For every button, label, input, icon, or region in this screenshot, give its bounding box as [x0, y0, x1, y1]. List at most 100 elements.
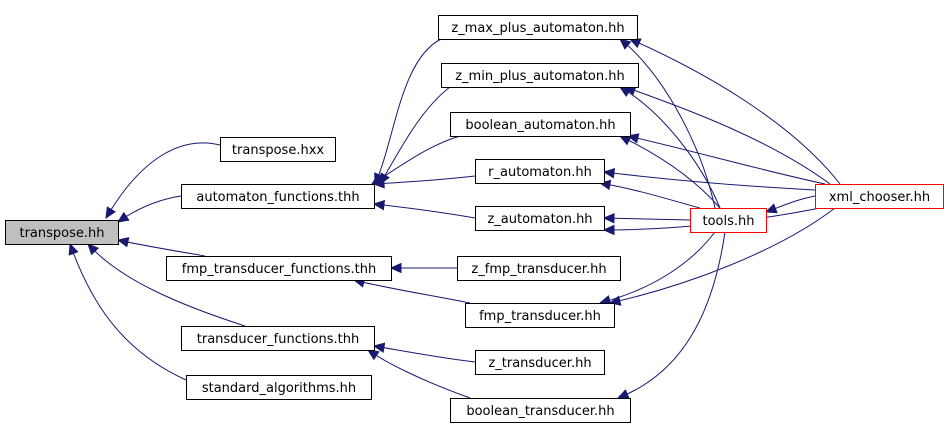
node-label[interactable]: automaton_functions.thh	[196, 190, 359, 205]
nodes-layer: transpose.hh transpose.hxx automaton_funct…	[5, 15, 944, 423]
node-label[interactable]: z_fmp_transducer.hh	[471, 262, 606, 277]
node-box[interactable]	[475, 350, 605, 375]
node-label[interactable]: standard_algorithms.hh	[202, 381, 356, 396]
node-box[interactable]	[5, 220, 119, 245]
node-box[interactable]	[475, 206, 605, 231]
edge-tools_hh-to-z_automaton	[602, 212, 691, 224]
node-z-fmp-transducer[interactable]: z_fmp_transducer.hh	[457, 256, 621, 281]
edge-line	[371, 135, 461, 185]
node-box[interactable]	[450, 398, 631, 423]
node-box[interactable]	[450, 112, 631, 137]
node-z-automaton[interactable]: z_automaton.hh	[475, 206, 605, 231]
edge-arrowhead	[619, 38, 632, 50]
edge-fmp_transducer-to-fmp_transducer_functions	[352, 277, 471, 304]
edge-arrowhead	[602, 212, 615, 224]
node-label[interactable]: z_min_plus_automaton.hh	[455, 69, 625, 84]
node-label[interactable]: z_automaton.hh	[487, 212, 592, 227]
node-box[interactable]	[166, 256, 392, 281]
node-label[interactable]: fmp_transducer_functions.thh	[182, 262, 376, 277]
node-boolean-transducer[interactable]: boolean_transducer.hh	[450, 398, 631, 423]
node-transpose-hxx[interactable]: transpose.hxx	[220, 137, 336, 162]
edge-line	[373, 203, 476, 219]
node-label[interactable]: boolean_automaton.hh	[465, 118, 615, 133]
edge-line	[87, 243, 246, 327]
edge-transducer_functions-to-transpose_hh	[87, 243, 246, 327]
node-box[interactable]	[815, 184, 944, 209]
edge-line	[373, 345, 476, 363]
edge-arrowhead	[764, 203, 778, 214]
node-box[interactable]	[438, 15, 638, 40]
edge-line	[624, 86, 831, 185]
node-automaton-functions[interactable]: automaton_functions.thh	[181, 184, 375, 209]
node-xml-chooser[interactable]: xml_chooser.hh	[815, 184, 944, 209]
edge-arrowhead	[616, 389, 630, 399]
node-label[interactable]: tools.hh	[703, 214, 755, 229]
edge-arrowhead	[116, 211, 130, 223]
node-label[interactable]: boolean_transducer.hh	[466, 404, 614, 419]
edge-r_automaton-to-automaton_functions	[372, 175, 476, 189]
node-standard-algorithms[interactable]: standard_algorithms.hh	[186, 375, 372, 400]
node-tools-hh[interactable]: tools.hh	[690, 208, 767, 233]
node-r-automaton[interactable]: r_automaton.hh	[475, 159, 605, 184]
node-boolean-automaton[interactable]: boolean_automaton.hh	[450, 112, 631, 137]
edge-automaton_functions-to-transpose_hh	[116, 195, 182, 223]
edge-tools_hh-to-r_automaton	[598, 179, 701, 209]
edge-arrowhead	[602, 224, 615, 236]
node-box[interactable]	[220, 137, 336, 162]
node-transducer-functions[interactable]: transducer_functions.thh	[181, 326, 375, 351]
edge-line	[373, 175, 476, 185]
node-z-max-plus[interactable]: z_max_plus_automaton.hh	[438, 15, 638, 40]
node-label[interactable]: z_max_plus_automaton.hh	[451, 21, 624, 36]
edge-z_max_plus-to-automaton_functions	[374, 38, 442, 186]
node-label[interactable]: fmp_transducer.hh	[479, 309, 601, 324]
node-label[interactable]: r_automaton.hh	[488, 165, 592, 180]
edge-line	[617, 231, 726, 399]
node-fmp-transducer[interactable]: fmp_transducer.hh	[465, 303, 615, 328]
edge-arrowhead	[366, 349, 380, 361]
edge-line	[379, 86, 451, 185]
edge-tools_hh-to-boolean_transducer	[616, 231, 726, 399]
edge-z_transducer-to-transducer_functions	[372, 342, 476, 363]
edge-z_fmp_transducer-to-fmp_transducer_functions	[389, 262, 457, 274]
edge-line	[105, 142, 221, 219]
node-label[interactable]: transducer_functions.thh	[197, 332, 360, 347]
edge-line	[117, 239, 206, 257]
edge-fmp_transducer_functions-to-transpose_hh	[116, 237, 206, 257]
edge-arrowhead	[372, 342, 386, 353]
edge-arrowhead	[628, 38, 642, 49]
node-box[interactable]	[181, 184, 375, 209]
node-label[interactable]: xml_chooser.hh	[829, 190, 930, 205]
node-box[interactable]	[465, 303, 615, 328]
node-box[interactable]	[457, 256, 621, 281]
node-box[interactable]	[186, 375, 372, 400]
node-label[interactable]: transpose.hxx	[232, 143, 324, 158]
node-box[interactable]	[181, 326, 375, 351]
edge-z_automaton-to-automaton_functions	[372, 199, 476, 219]
edge-tools_hh-to-z_min_plus	[618, 86, 721, 209]
edge-xml_chooser-to-r_automaton	[602, 168, 816, 191]
node-fmp-transducer-functions[interactable]: fmp_transducer_functions.thh	[166, 256, 392, 281]
node-box[interactable]	[441, 63, 639, 88]
node-z-min-plus[interactable]: z_min_plus_automaton.hh	[441, 63, 639, 88]
edge-arrowhead	[372, 199, 386, 211]
edge-xml_chooser-to-fmp_transducer	[608, 207, 836, 306]
node-label[interactable]: transpose.hh	[19, 226, 104, 241]
node-z-transducer[interactable]: z_transducer.hh	[475, 350, 605, 375]
edge-line	[374, 38, 442, 185]
edge-boolean_transducer-to-transducer_functions	[366, 349, 471, 399]
edge-arrowhead	[68, 242, 79, 256]
edge-line	[619, 86, 721, 209]
edge-arrowhead	[389, 262, 402, 274]
edge-line	[603, 217, 691, 221]
edge-line	[367, 349, 471, 399]
node-box[interactable]	[475, 159, 605, 184]
edge-arrowhead	[105, 206, 116, 220]
node-label[interactable]: z_transducer.hh	[488, 356, 591, 371]
node-box[interactable]	[690, 208, 767, 233]
edge-line	[603, 171, 816, 191]
node-transpose-hh[interactable]: transpose.hh	[5, 220, 119, 245]
edge-arrowhead	[116, 237, 130, 248]
edge-line	[609, 207, 836, 304]
edges-layer	[68, 38, 841, 399]
